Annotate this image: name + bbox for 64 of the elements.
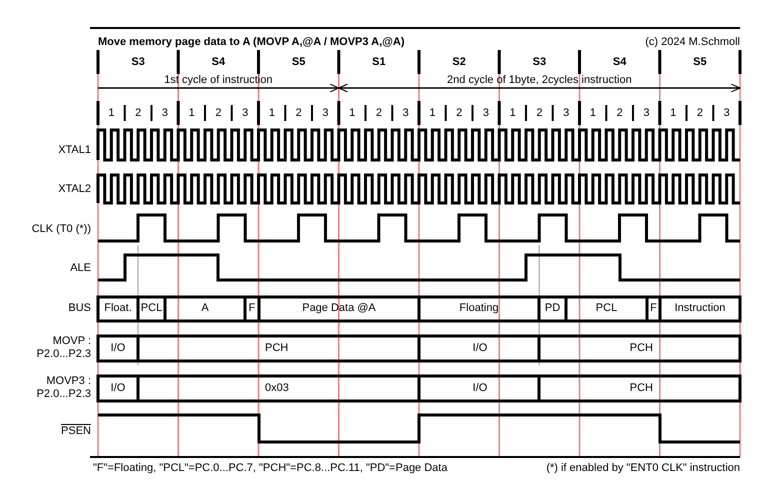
phase-number: 1 xyxy=(670,107,676,120)
phase-number: 3 xyxy=(322,107,328,120)
state-label: S2 xyxy=(452,56,466,69)
phase-number: 2 xyxy=(536,107,542,120)
phase-number: 2 xyxy=(296,107,302,120)
bus-value-label: PD xyxy=(544,302,560,315)
signal-name: BUS xyxy=(68,302,91,315)
port-value-label: PCH xyxy=(630,382,653,395)
signal-name: CLK (T0 (*)) xyxy=(32,223,91,236)
bus-value-label: F xyxy=(248,302,256,315)
footnote: "F"=Floating, "PCL"=PC.0...PC.7, "PCH"=PC.8...PC.11, "PD"=Page Data xyxy=(93,462,448,475)
phase-number: 1 xyxy=(510,107,516,120)
signal-name: ALE xyxy=(70,262,91,275)
state-label: S5 xyxy=(292,56,306,69)
signal-name: XTAL2 xyxy=(58,183,91,196)
phase-number: 2 xyxy=(696,107,703,120)
state-label: S4 xyxy=(612,56,626,69)
phase-number: 1 xyxy=(429,107,436,120)
signal-name: MOVP : P2.0...P2.3 xyxy=(36,335,91,361)
bus-value-label: F xyxy=(650,302,657,315)
phase-number: 3 xyxy=(724,107,730,120)
diagram-title: Move memory page data to A (MOVP A,@A / MOVP3 A,@A) xyxy=(98,36,404,49)
bus-value-label: A xyxy=(201,302,209,315)
signal-name: MOVP3 : P2.0...P2.3 xyxy=(36,375,91,401)
phase-number: 3 xyxy=(643,107,650,120)
bus-value-label: Page Data @A xyxy=(302,302,376,315)
copyright-note: (c) 2024 M.Schmoll xyxy=(645,36,740,49)
port-value-label: I/O xyxy=(110,342,126,355)
phase-number: 1 xyxy=(349,107,356,120)
phase-number: 2 xyxy=(616,107,623,120)
port-value-label: I/O xyxy=(472,382,488,395)
port-value-label: PCH xyxy=(265,342,288,355)
phase-number: 1 xyxy=(590,107,596,120)
phase-number: 1 xyxy=(108,107,114,120)
state-label: S5 xyxy=(693,56,707,69)
bus-value-label: Floating xyxy=(459,302,499,315)
bus-value-label: Float. xyxy=(104,302,132,315)
phase-number: 2 xyxy=(215,107,222,120)
port-value-label: PCH xyxy=(630,342,653,355)
footnote: (*) if enabled by "ENT0 CLK" instruction xyxy=(546,462,740,475)
state-label: S1 xyxy=(372,56,386,69)
phase-number: 3 xyxy=(563,107,570,120)
phase-number: 3 xyxy=(482,107,489,120)
bus-value-label: Instruction xyxy=(674,302,726,315)
phase-number: 3 xyxy=(402,107,409,120)
phase-number: 1 xyxy=(188,107,195,120)
cycle-label: 1st cycle of instruction xyxy=(164,74,272,87)
phase-number: 1 xyxy=(268,107,275,120)
port-value-label: I/O xyxy=(472,342,488,355)
port-value-label: 0x03 xyxy=(265,382,289,395)
phase-number: 2 xyxy=(376,107,382,120)
bus-value-label: PCL xyxy=(140,302,162,315)
bus-value-label: PCL xyxy=(596,302,618,315)
signal-name: PSEN xyxy=(61,424,91,439)
cycle-label: 2nd cycle of 1byte, 2cycles instruction xyxy=(447,74,632,87)
phase-number: 3 xyxy=(242,107,248,120)
state-label: S3 xyxy=(131,56,145,69)
phase-number: 2 xyxy=(135,107,142,120)
port-value-label: I/O xyxy=(110,382,126,395)
phase-number: 3 xyxy=(162,107,168,120)
phase-number: 2 xyxy=(456,107,462,120)
state-label: S3 xyxy=(532,56,546,69)
state-label: S4 xyxy=(212,56,226,69)
signal-name: XTAL1 xyxy=(58,144,91,157)
